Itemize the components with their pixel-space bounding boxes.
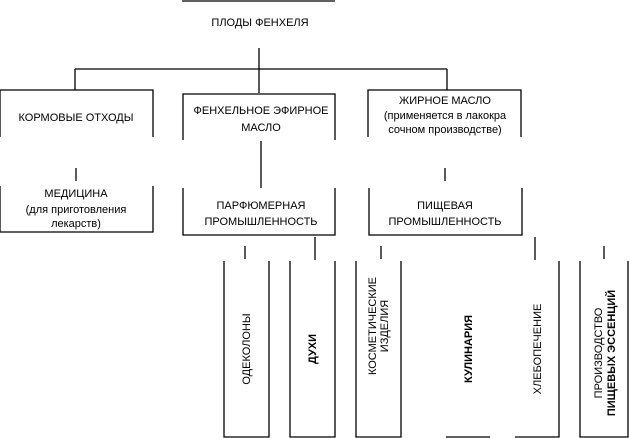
node-label: ПИЩЕВЫХ ЭССЕНЦИЙ — [605, 290, 618, 416]
node-essential-oil: ФЕНХЕЛЬНОЕ ЭФИРНОЕ МАСЛО — [182, 93, 336, 140]
node-colognes: ОДЕКОЛОНЫ — [223, 261, 270, 438]
node-perfume-industry: ПАРФЮМЕРНАЯ ПРОМЫШЛЕННОСТЬ — [182, 188, 336, 236]
node-fatty-oil: ЖИРНОЕ МАСЛО (применяется в лакокра сочн… — [367, 89, 522, 137]
node-label: ХЛЕБОПЕЧЕНИЕ — [532, 304, 544, 395]
node-label: ПАРФЮМЕРНАЯ — [217, 200, 306, 212]
node-label: КОСМЕТИЧЕСКИЕ — [367, 277, 379, 375]
node-medicine: МЕДИЦИНА (для приготовления лекарств) — [0, 186, 154, 233]
node-cooking: КУЛИНАРИЯ — [446, 315, 490, 438]
node-label: ФЕНХЕЛЬНОЕ ЭФИРНОЕ — [194, 105, 329, 117]
node-cosmetics: КОСМЕТИЧЕСКИЕ ИЗДЕЛИЯ — [355, 261, 402, 438]
node-label: ПРОМЫШЛЕННОСТЬ — [204, 216, 317, 228]
node-food-industry: ПИЩЕВАЯ ПРОМЫШЛЕННОСТЬ — [368, 188, 523, 236]
node-label: ЖИРНОЕ МАСЛО — [399, 95, 491, 107]
node-label: ДУХИ — [307, 334, 319, 364]
node-baking: ХЛЕБОПЕЧЕНИЕ — [515, 261, 560, 438]
node-label: ПРОИЗВОДСТВО — [593, 307, 605, 398]
node-label: сочном производстве) — [388, 124, 501, 136]
node-label: ОДЕКОЛОНЫ — [241, 313, 253, 384]
node-label: ПЛОДЫ ФЕНХЕЛЯ — [211, 17, 308, 29]
node-root: ПЛОДЫ ФЕНХЕЛЯ — [182, 0, 335, 29]
node-label: ПРОМЫШЛЕННОСТЬ — [388, 216, 501, 228]
node-perfumes: ДУХИ — [289, 261, 336, 438]
connectors — [74, 48, 605, 260]
node-label: (применяется в лакокра — [384, 110, 507, 122]
node-label: ИЗДЕЛИЯ — [379, 300, 391, 352]
node-food-essences: ПРОИЗВОДСТВО ПИЩЕВЫХ ЭССЕНЦИЙ — [579, 261, 629, 438]
node-label: МАСЛО — [241, 122, 281, 134]
node-feed-waste: КОРМОВЫЕ ОТХОДЫ — [0, 89, 154, 137]
node-label: (для приготовления — [26, 204, 127, 216]
node-label: МЕДИЦИНА — [44, 188, 108, 200]
node-label: лекарств) — [51, 218, 101, 230]
node-label: ПИЩЕВАЯ — [417, 200, 473, 212]
node-label: КОРМОВЫЕ ОТХОДЫ — [19, 112, 134, 124]
node-label: КУЛИНАРИЯ — [463, 315, 475, 383]
